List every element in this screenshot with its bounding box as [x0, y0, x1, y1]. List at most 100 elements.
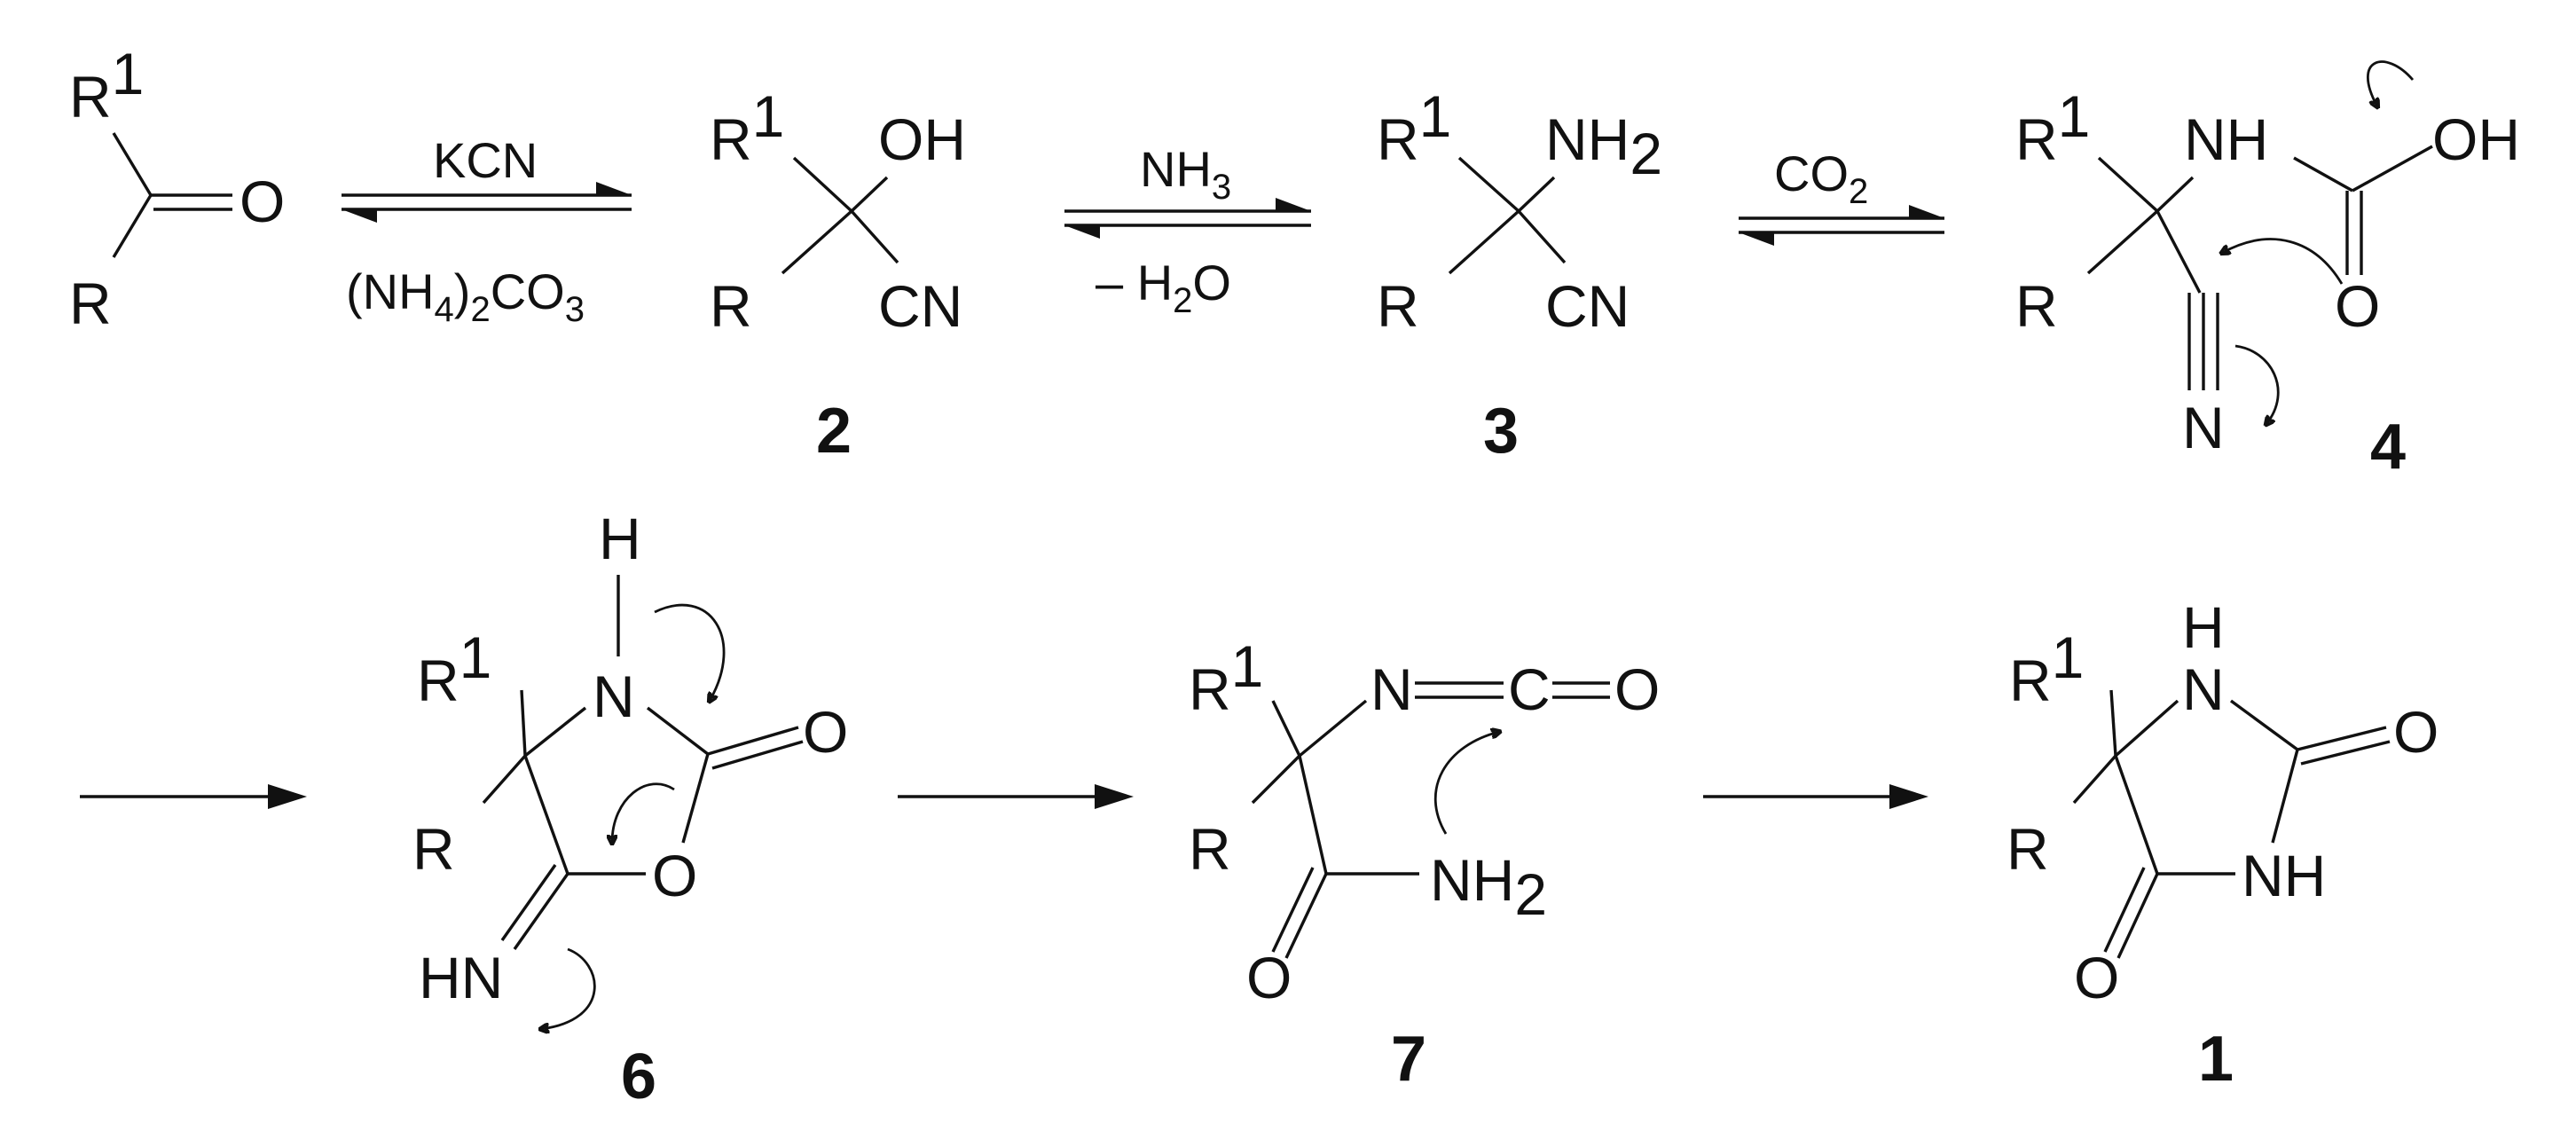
carbon-label: C: [1508, 656, 1551, 722]
bond: [2300, 740, 2391, 766]
nh2-label: NH2: [1430, 847, 1547, 927]
oxygen-label: O: [803, 699, 848, 765]
bond: [681, 753, 710, 844]
reaction-arrow-6: [1703, 784, 1928, 809]
r-label: R: [2007, 816, 2049, 882]
curved-arrow: [612, 782, 675, 843]
oxygen-label: O: [652, 843, 697, 908]
compound-label-2: 2: [816, 396, 852, 467]
bond: [646, 706, 710, 756]
curved-arrow: [1433, 732, 1499, 835]
half-arrowhead: [1739, 232, 1774, 246]
reaction-arrow-4: [80, 784, 307, 809]
curved-arrow: [2234, 344, 2280, 424]
bond: [2297, 726, 2387, 751]
bond: [112, 194, 153, 258]
bond: [1517, 176, 1556, 213]
curved-arrow: [2222, 238, 2344, 285]
cn-label: CN: [1545, 273, 1630, 339]
curved-arrow: [541, 947, 596, 1029]
r1-label: R1: [710, 83, 784, 172]
bond: [2103, 867, 2146, 953]
reagent-co2: CO2: [1774, 145, 1868, 211]
r1-label: R1: [2009, 625, 2084, 713]
reagent-minus-water: – H2O: [1096, 255, 1231, 320]
half-arrowhead: [1276, 198, 1311, 211]
bond: [2271, 749, 2299, 844]
reagent-ammonium-carbonate: (NH4)2CO3: [346, 263, 585, 329]
bond: [1251, 754, 1301, 805]
compound-3-structure: R1 NH2 R CN 3: [1377, 83, 1662, 467]
ketone-structure: R1 O R: [69, 41, 285, 336]
hn-label: HN: [419, 945, 503, 1010]
r1-label: R1: [69, 41, 144, 130]
bond: [2114, 699, 2179, 758]
oxygen-label: O: [1246, 945, 1292, 1010]
oxygen-label: O: [1614, 656, 1660, 722]
compound-label-3: 3: [1483, 396, 1519, 467]
half-arrowhead: [1064, 225, 1100, 239]
r1-label: R1: [2015, 83, 2090, 172]
bond: [1448, 209, 1520, 275]
compound-6-structure: H N R1 O O R HN 6: [412, 506, 848, 1112]
bond: [523, 706, 587, 758]
nitrogen-label: N: [2182, 656, 2225, 722]
bond: [523, 755, 569, 875]
bond: [482, 754, 527, 805]
arrowhead: [1889, 784, 1928, 809]
oh-label: OH: [2432, 106, 2520, 172]
compound-4-structure: R1 NH OH O R N 4: [2015, 60, 2520, 483]
compound-2-structure: R1 OH R CN 2: [710, 83, 966, 467]
r-label: R: [710, 273, 752, 339]
bond: [2097, 156, 2159, 213]
compound-7-structure: R1 N C O R NH2 O 7: [1189, 633, 1660, 1095]
compound-label-4: 4: [2370, 412, 2406, 483]
oxygen-label: O: [2335, 273, 2380, 339]
bond: [1271, 867, 1315, 953]
bond: [2072, 754, 2117, 805]
bond: [112, 132, 153, 196]
bond: [792, 156, 853, 213]
nh-label: NH: [2184, 106, 2268, 172]
r1-label: R1: [1189, 633, 1263, 722]
compound-1-structure: H N R1 O NH R O 1: [2007, 594, 2439, 1095]
bond: [711, 740, 804, 770]
cn-label: CN: [878, 273, 962, 339]
r1-label: R1: [1377, 83, 1451, 172]
bond: [1271, 700, 1301, 757]
bond: [1298, 699, 1368, 758]
bond: [781, 209, 853, 275]
r-label: R: [412, 816, 455, 882]
half-arrowhead: [1909, 205, 1944, 218]
bond: [2109, 689, 2117, 757]
equilibrium-arrow-2: NH3 – H2O: [1064, 141, 1311, 320]
half-arrowhead: [342, 209, 377, 223]
bond: [520, 689, 527, 757]
bond: [500, 864, 557, 941]
bond: [1298, 755, 1328, 875]
h-label: H: [599, 506, 641, 571]
arrowhead: [268, 784, 307, 809]
nh2-label: NH2: [1545, 106, 1662, 186]
r-label: R: [1189, 816, 1231, 882]
bond: [2156, 210, 2202, 294]
h-label: H: [2182, 594, 2225, 660]
nitrogen-label: N: [593, 664, 635, 729]
half-arrowhead: [596, 182, 632, 195]
oh-label: OH: [878, 106, 966, 172]
bond: [707, 726, 799, 756]
oxygen-label: O: [2393, 699, 2439, 765]
bond: [2352, 145, 2433, 192]
bond: [2156, 176, 2195, 213]
reaction-arrow-5: [898, 784, 1134, 809]
nitrogen-label: N: [2182, 395, 2225, 460]
r-label: R: [2015, 273, 2058, 339]
bond: [1517, 209, 1567, 264]
bond: [850, 176, 889, 213]
curved-arrow: [2367, 60, 2415, 106]
bond: [2086, 209, 2159, 275]
bond: [2293, 156, 2353, 192]
bond: [1457, 156, 1520, 213]
compound-label-1: 1: [2198, 1024, 2234, 1095]
oxygen-label: O: [240, 169, 285, 234]
